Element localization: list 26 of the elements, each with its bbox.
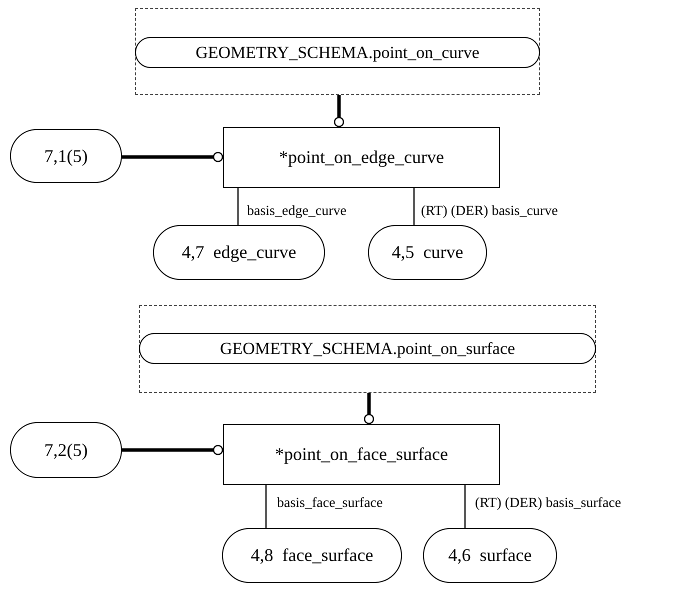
edge-label: basis_face_surface [276, 496, 384, 512]
edge-label: basis_edge_curve [246, 204, 348, 220]
edge-label: (RT) (DER) basis_surface [474, 496, 622, 512]
entity-name: *point_on_face_surface [275, 444, 448, 465]
entity-name: 7,2(5) [44, 440, 88, 460]
subtype-line [122, 152, 224, 162]
entity-name: GEOMETRY_SCHEMA.point_on_curve [196, 42, 480, 62]
subtype-line [364, 393, 374, 424]
edge-label: (RT) (DER) basis_curve [420, 204, 559, 220]
subtype-line [122, 444, 224, 456]
entity-name: 7,1(5) [44, 146, 88, 166]
connector-line [237, 188, 239, 225]
connector-line [413, 188, 415, 225]
entity-name: 4,8 face_surface [250, 545, 374, 566]
entity-box [223, 127, 500, 188]
connector-line [265, 485, 267, 528]
entity-name: GEOMETRY_SCHEMA.point_on_surface [220, 338, 516, 358]
entity-box [223, 424, 500, 485]
dashed-box [139, 305, 596, 393]
connector-line [464, 485, 466, 528]
entity-name: *point_on_edge_curve [279, 147, 444, 168]
entity-name: 4,5 curve [392, 242, 464, 263]
subtype-line [334, 95, 344, 128]
entity-name: 4,6 surface [448, 545, 532, 566]
entity-name: 4,7 edge_curve [182, 242, 296, 263]
dashed-box [135, 8, 540, 95]
